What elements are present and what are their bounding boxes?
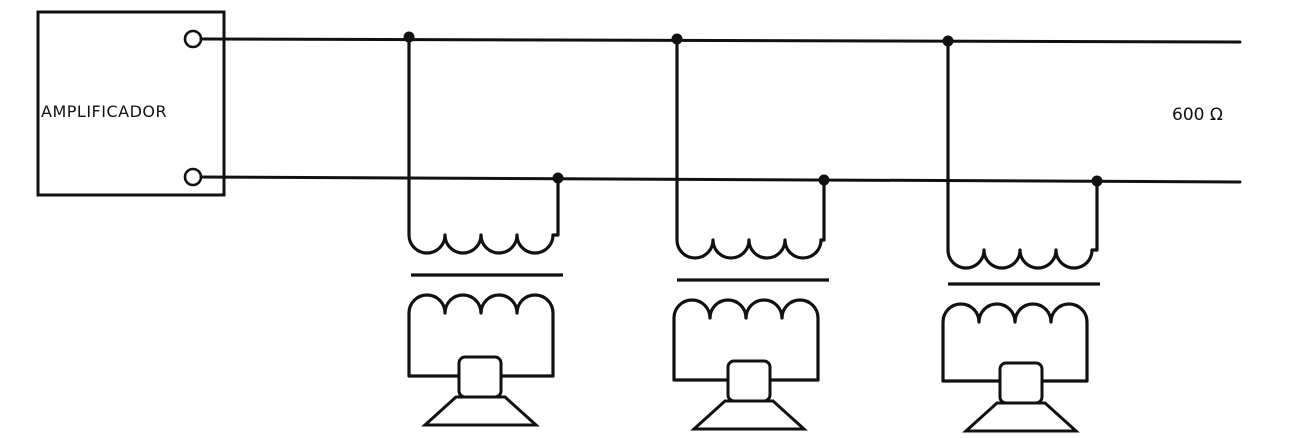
impedance-label: 600 Ω — [1172, 105, 1223, 125]
speaker-tap-1 — [403, 31, 564, 427]
speaker-tap-3 — [941, 35, 1103, 433]
primary-winding-2 — [675, 37, 826, 260]
secondary-winding-1 — [407, 293, 555, 378]
primary-winding-1 — [407, 35, 560, 255]
secondary-winding-2 — [672, 298, 820, 382]
speaker-tap-2 — [671, 33, 830, 431]
speaker-cone-1 — [421, 395, 540, 427]
amplifier-label: AMPLIFICADOR — [41, 102, 167, 121]
speaker-cone-3 — [962, 401, 1080, 433]
speaker-2 — [690, 359, 808, 431]
top-line — [199, 37, 1242, 44]
amplifier-terminal-bottom — [183, 167, 203, 187]
speaker-magnet-1 — [457, 355, 503, 399]
amplifier: AMPLIFICADOR — [36, 10, 226, 197]
primary-winding-3 — [946, 39, 1099, 270]
bottom-line — [199, 175, 1242, 184]
speaker-cone-2 — [690, 399, 808, 431]
speaker-magnet-3 — [998, 361, 1044, 405]
speaker-1 — [421, 355, 540, 427]
speaker-magnet-2 — [726, 359, 772, 403]
speaker-3 — [962, 361, 1080, 433]
secondary-winding-3 — [941, 302, 1089, 383]
amplifier-terminal-top — [183, 29, 203, 49]
